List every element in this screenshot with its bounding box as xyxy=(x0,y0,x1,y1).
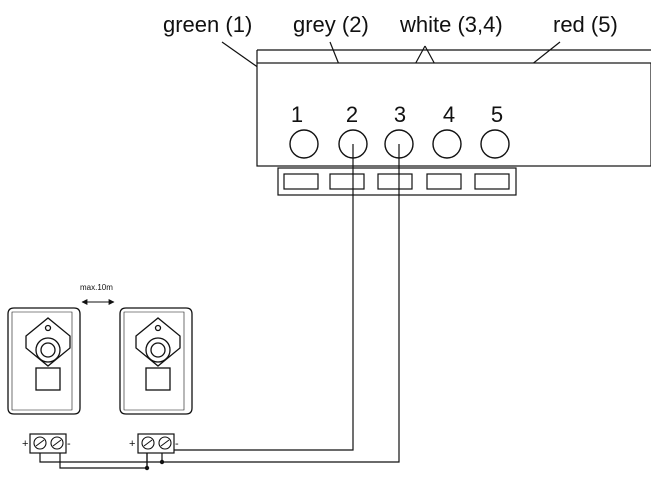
clamp-slot-4 xyxy=(426,173,462,190)
clamp-slot-5 xyxy=(474,173,510,190)
terminal-number-3: 3 xyxy=(394,102,406,127)
sensor-device-icon xyxy=(119,307,193,415)
polarity-minus-1: - xyxy=(67,438,71,450)
label-grey: grey (2) xyxy=(293,12,369,37)
terminal-number-5: 5 xyxy=(491,102,503,127)
screw-terminal-icon xyxy=(137,433,175,454)
label-red: red (5) xyxy=(553,12,618,37)
screw-terminal-icon xyxy=(29,433,67,454)
terminal-screw-1 xyxy=(289,129,319,159)
polarity-plus-1: + xyxy=(22,438,28,450)
junction-dot-1 xyxy=(144,465,150,471)
wire-bus-plus xyxy=(39,453,163,463)
polarity-plus-2: + xyxy=(129,438,135,450)
terminal-screw-5 xyxy=(480,129,510,159)
label-white: white (3,4) xyxy=(399,12,503,37)
distance-label: max.10m xyxy=(80,283,113,292)
clamp-slots xyxy=(283,173,510,190)
wire-bus-minus xyxy=(59,453,147,469)
junction-dot-2 xyxy=(159,459,165,465)
terminal-number-4: 4 xyxy=(443,102,455,127)
clamp-slot-2 xyxy=(329,173,365,190)
label-green: green (1) xyxy=(163,12,252,37)
wire-white xyxy=(162,144,400,463)
terminal-number-1: 1 xyxy=(291,102,303,127)
polarity-minus-2: - xyxy=(175,438,179,450)
sensor-device-icon xyxy=(7,307,81,415)
terminal-number-2: 2 xyxy=(346,102,358,127)
clamp-slot-1 xyxy=(283,173,319,190)
wires xyxy=(39,144,400,469)
terminal-screw-4 xyxy=(432,129,462,159)
clamp-slot-3 xyxy=(377,173,413,190)
